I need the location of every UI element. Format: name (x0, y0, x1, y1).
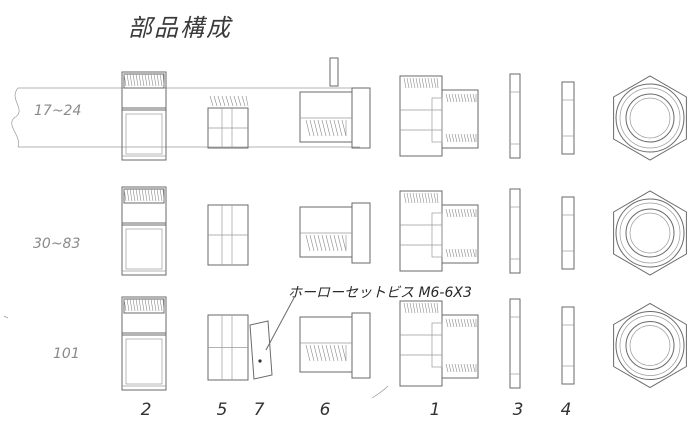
part-4-lock-nut (561, 81, 575, 155)
part-1-main-body (399, 190, 479, 272)
part-3-washer (509, 73, 521, 159)
end-view-hex-nut (613, 190, 687, 276)
part-2-cap-nut (121, 71, 167, 161)
part-5-seal (207, 95, 249, 149)
part-1-main-body (399, 300, 479, 387)
part-number-7: 7 (253, 400, 265, 420)
part-number-4: 4 (560, 400, 572, 420)
row-label-3: 101 (53, 346, 80, 362)
part-6-clamp-body (299, 202, 371, 264)
part-number-5: 5 (216, 400, 228, 420)
edge-tick (3, 315, 9, 319)
arc-mark (371, 385, 389, 399)
part-number-6: 6 (319, 400, 331, 420)
note-leader-line (265, 295, 296, 351)
part-number-2: 2 (140, 400, 152, 420)
part-6-clamp-body (299, 57, 371, 149)
row-label-1: 17~24 (34, 103, 82, 119)
part-5-seal (207, 314, 249, 381)
part-4-lock-nut (561, 306, 575, 385)
part-1-main-body (399, 75, 479, 157)
cable-outline (11, 87, 360, 148)
part-7-setscrew-block (249, 320, 273, 380)
end-view-hex-nut (613, 302, 687, 389)
end-view-hex-nut (613, 75, 687, 161)
part-3-washer (509, 298, 521, 389)
setscrew-note: ホーローセットビス M6-6X3 (288, 285, 472, 301)
diagram-title: 部品構成 (128, 14, 232, 42)
part-number-1: 1 (429, 400, 441, 420)
part-3-washer (509, 188, 521, 274)
part-6-clamp-body (299, 312, 371, 379)
part-number-3: 3 (512, 400, 524, 420)
part-5-seal (207, 204, 249, 266)
part-2-cap-nut (121, 296, 167, 391)
part-4-lock-nut (561, 196, 575, 270)
part-2-cap-nut (121, 186, 167, 276)
row-label-2: 30~83 (33, 236, 81, 252)
